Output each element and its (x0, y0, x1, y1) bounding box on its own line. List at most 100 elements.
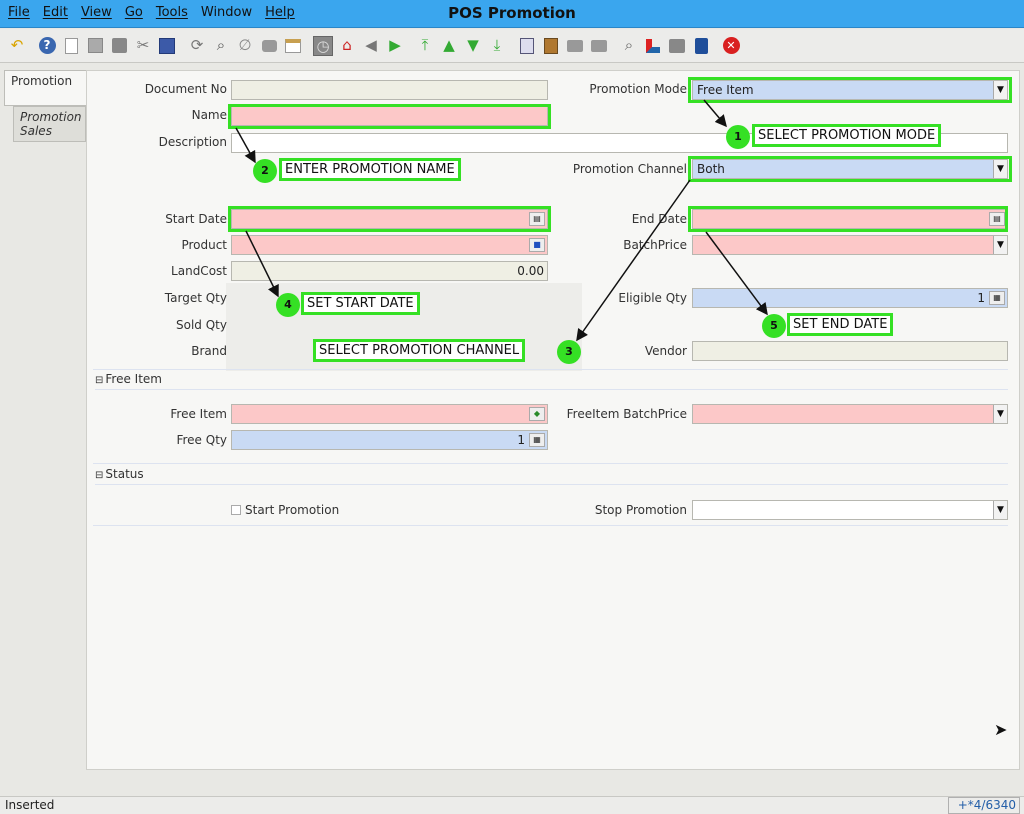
workflow-icon[interactable] (691, 36, 711, 56)
free-item-input[interactable]: ◆ (231, 404, 548, 424)
delete-selection-icon[interactable]: ✂ (136, 36, 150, 54)
stop-promotion-select[interactable]: ▼ (692, 500, 1008, 520)
vendor-field[interactable] (692, 341, 1008, 361)
find-icon[interactable]: ⌕ (216, 36, 226, 54)
product-lookup-icon[interactable]: ◆ (529, 407, 545, 421)
chevron-down-icon[interactable]: ▼ (993, 81, 1007, 99)
menu-file[interactable]: File (8, 5, 30, 20)
calculator-icon[interactable]: ▦ (529, 433, 545, 447)
divider (93, 525, 1008, 526)
archive-icon[interactable] (541, 36, 561, 56)
help-icon[interactable]: ? (37, 36, 57, 56)
callout-badge-5: 5 (762, 314, 786, 338)
last-record-icon[interactable]: ⤓ (493, 36, 501, 54)
section-free-item[interactable]: ⊟Free Item (95, 372, 1008, 390)
collapse-icon[interactable]: ⊟ (95, 470, 104, 481)
batch-price-select[interactable]: ▼ (692, 235, 1008, 255)
print-icon[interactable] (589, 36, 609, 56)
checkbox-icon[interactable] (231, 505, 241, 515)
chevron-down-icon[interactable]: ▼ (993, 405, 1007, 423)
start-promotion-checkbox[interactable]: Start Promotion (231, 503, 339, 517)
callout-badge-2: 2 (253, 159, 277, 183)
home-icon[interactable]: ⌂ (342, 36, 352, 54)
zoom-across-icon[interactable]: ⌕ (624, 36, 634, 54)
history-icon[interactable]: ◷ (313, 35, 333, 56)
calculator-icon[interactable]: ▦ (989, 291, 1005, 305)
multi-view-icon[interactable] (283, 36, 303, 56)
product-lookup-icon[interactable]: ■ (529, 238, 545, 252)
land-cost-label: LandCost (171, 264, 227, 278)
menu-tools[interactable]: Tools (155, 5, 188, 20)
callout-5: SET END DATE (787, 313, 894, 336)
land-cost-field[interactable]: 0.00 (231, 261, 548, 281)
undo-icon[interactable]: ↶ (10, 36, 24, 54)
section-status[interactable]: ⊟Status (95, 467, 1008, 485)
callout-badge-3: 3 (557, 340, 581, 364)
product-input[interactable]: ■ (231, 235, 548, 255)
free-item-batch-price-label: FreeItem BatchPrice (566, 407, 687, 421)
print-preview-icon[interactable] (565, 36, 585, 56)
menu-window[interactable]: Window (200, 5, 253, 20)
record-counter[interactable]: +*4/6340 (948, 797, 1020, 814)
previous-record-icon[interactable]: ▲ (443, 36, 455, 54)
target-qty-label: Target Qty (164, 291, 227, 305)
refresh-icon[interactable]: ⟳ (190, 36, 204, 54)
toolbar: ↶ ? ✂ ⟳ ⌕ ∅ ◷ ⌂ ◀ ▶ ⤒ ▲ ▼ ⤓ ⌕ ✕ (0, 29, 1024, 63)
save-icon[interactable] (157, 36, 177, 56)
free-item-batch-price-select[interactable]: ▼ (692, 404, 1008, 424)
request-icon[interactable] (643, 36, 663, 56)
eligible-qty-input[interactable]: 1 ▦ (692, 288, 1008, 308)
calendar-icon[interactable]: ▤ (989, 212, 1005, 226)
back-icon[interactable]: ◀ (365, 36, 377, 54)
promotion-mode-select[interactable]: Free Item ▼ (692, 80, 1008, 100)
end-date-label: End Date (631, 212, 687, 226)
promotion-channel-label: Promotion Channel (572, 162, 687, 176)
delete-icon[interactable] (109, 36, 129, 56)
menu-help[interactable]: Help (265, 5, 295, 20)
tab-promotion-sales[interactable]: Promotion Sales (13, 106, 86, 142)
report-icon[interactable] (517, 36, 537, 56)
divider (93, 369, 1008, 370)
free-qty-label: Free Qty (176, 433, 227, 447)
free-qty-value: 1 (517, 433, 525, 447)
menu-bar: File Edit View Go Tools Window Help (2, 5, 302, 20)
free-item-label: Free Item (170, 407, 227, 421)
document-no-field[interactable] (231, 80, 548, 100)
chevron-down-icon[interactable]: ▼ (993, 236, 1007, 254)
promotion-channel-select[interactable]: Both ▼ (692, 159, 1008, 179)
document-no-label: Document No (144, 82, 227, 96)
section-free-item-title: Free Item (105, 372, 162, 386)
chat-icon[interactable] (259, 36, 279, 56)
copy-icon[interactable] (85, 36, 105, 56)
end-date-input[interactable]: ▤ (692, 209, 1008, 229)
menu-view[interactable]: View (80, 5, 112, 20)
tab-promotion[interactable]: Promotion (4, 70, 86, 106)
menu-edit[interactable]: Edit (42, 5, 68, 20)
product-label: Product (181, 238, 227, 252)
batch-price-label: BatchPrice (623, 238, 687, 252)
menu-go[interactable]: Go (124, 5, 143, 20)
promotion-mode-value: Free Item (697, 83, 754, 97)
divider (93, 463, 1008, 464)
name-label: Name (191, 108, 227, 122)
chevron-down-icon[interactable]: ▼ (993, 501, 1007, 519)
eligible-qty-label: Eligible Qty (618, 291, 687, 305)
collapse-icon[interactable]: ⊟ (95, 375, 104, 386)
brand-label: Brand (191, 344, 227, 358)
first-record-icon[interactable]: ⤒ (421, 36, 429, 54)
close-window-icon[interactable]: ✕ (721, 36, 741, 56)
free-qty-input[interactable]: 1 ▦ (231, 430, 548, 450)
promotion-channel-value: Both (697, 162, 725, 176)
start-promotion-label: Start Promotion (245, 503, 340, 517)
product-info-icon[interactable] (667, 36, 687, 56)
calendar-icon[interactable]: ▤ (529, 212, 545, 226)
start-date-input[interactable]: ▤ (231, 209, 548, 229)
name-input[interactable] (231, 106, 548, 126)
chevron-down-icon[interactable]: ▼ (993, 160, 1007, 178)
forward-icon[interactable]: ▶ (389, 36, 401, 54)
description-label: Description (158, 135, 227, 149)
callout-4: SET START DATE (301, 292, 420, 315)
attachment-icon[interactable]: ∅ (238, 36, 252, 54)
new-icon[interactable] (61, 36, 81, 56)
next-record-icon[interactable]: ▼ (467, 36, 479, 54)
